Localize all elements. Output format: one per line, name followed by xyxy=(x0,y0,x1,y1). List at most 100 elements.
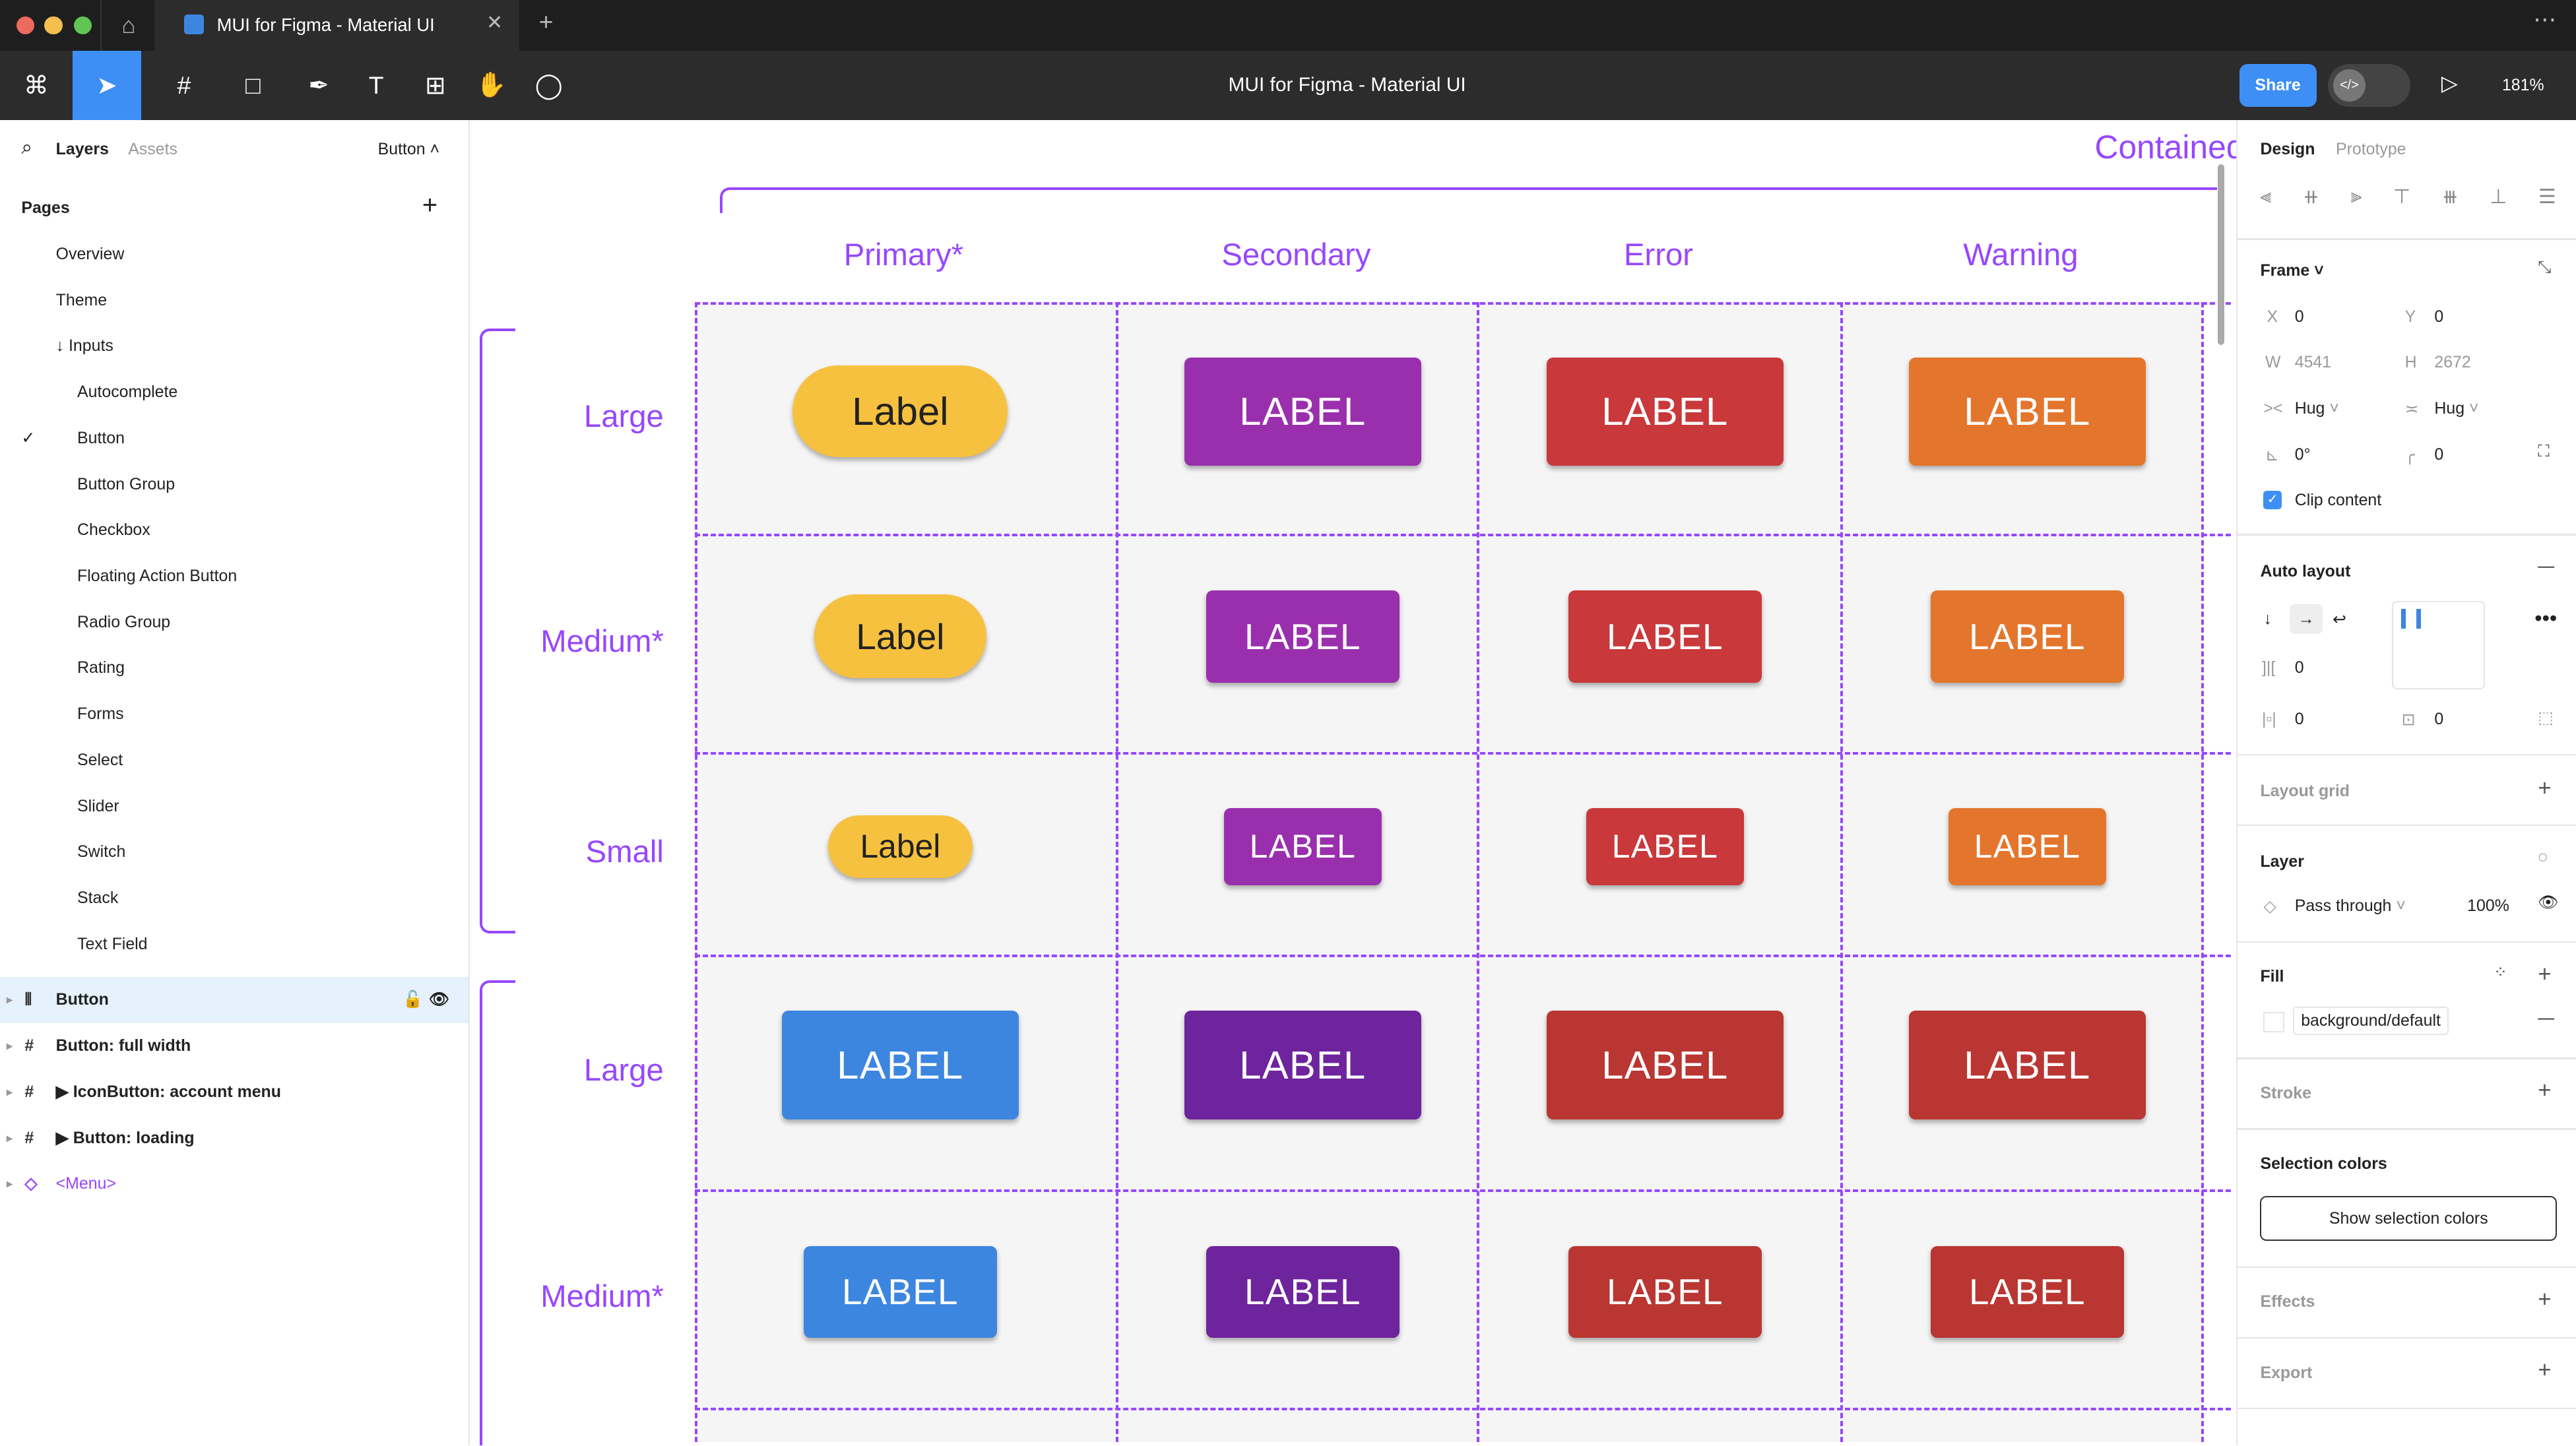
align-top-icon[interactable]: ⊤ xyxy=(2393,186,2410,208)
rotation-input[interactable]: 0° xyxy=(2294,445,2311,464)
add-export-icon[interactable]: + xyxy=(2538,1356,2552,1383)
resize-to-fit-icon[interactable]: ⤡ xyxy=(2538,257,2552,276)
independent-corners-icon[interactable]: ⛶ xyxy=(2538,441,2550,460)
visibility-icon[interactable]: 👁 xyxy=(2538,893,2559,912)
more-options-icon[interactable]: ••• xyxy=(2534,606,2558,630)
contained-button[interactable]: LABEL xyxy=(1930,590,2125,683)
blend-select[interactable]: Pass through ˅ xyxy=(2294,896,2406,916)
minimize-window-button[interactable] xyxy=(44,16,63,35)
align-center-h-icon[interactable]: ⧺ xyxy=(2302,186,2319,208)
individual-padding-icon[interactable]: ⬚ xyxy=(2538,708,2554,728)
page-item[interactable]: Radio Group xyxy=(0,600,468,646)
zoom-level[interactable]: 181% xyxy=(2501,75,2544,94)
lock-icon[interactable]: 🔓 xyxy=(402,990,423,1009)
width-input[interactable]: 4541 xyxy=(2294,353,2332,372)
fill-style[interactable]: background/default xyxy=(2293,1007,2449,1036)
wrap-icon[interactable]: ↩ xyxy=(2333,610,2346,629)
add-effect-icon[interactable]: + xyxy=(2538,1286,2552,1312)
contained-button[interactable]: LABEL xyxy=(803,1245,998,1338)
contained-button[interactable]: LABEL xyxy=(1568,1245,1762,1338)
page-selector[interactable]: Button ˄ xyxy=(377,139,440,158)
height-input[interactable]: 2672 xyxy=(2434,353,2471,372)
blend-mode-icon[interactable]: ◌ xyxy=(2538,847,2548,866)
maximize-window-button[interactable] xyxy=(74,16,92,35)
file-title[interactable]: MUI for Figma - Material UI xyxy=(1228,74,1466,96)
remove-fill-icon[interactable]: — xyxy=(2538,1008,2555,1027)
contained-button[interactable]: Label xyxy=(792,365,1008,458)
page-item[interactable]: Overview xyxy=(0,232,468,278)
add-layout-grid-icon[interactable]: + xyxy=(2538,775,2552,802)
add-fill-icon[interactable]: + xyxy=(2538,960,2552,987)
horizontal-padding-input[interactable]: 0 xyxy=(2294,709,2304,728)
vertical-padding-input[interactable]: 0 xyxy=(2434,709,2444,728)
horizontal-direction-icon[interactable]: → xyxy=(2290,604,2323,635)
contained-button[interactable]: LABEL xyxy=(1948,807,2106,885)
alignment-grid[interactable] xyxy=(2391,601,2485,689)
page-item[interactable]: Stack xyxy=(0,875,468,922)
opacity-input[interactable]: 100% xyxy=(2467,896,2509,916)
page-item[interactable]: Autocomplete xyxy=(0,369,468,416)
move-tool-icon[interactable]: ➤ xyxy=(72,51,142,120)
page-item[interactable]: ✓Button xyxy=(0,416,468,462)
layer-item[interactable]: ▸#Button: full width xyxy=(0,1023,468,1069)
page-item[interactable]: Slider xyxy=(0,784,468,830)
page-item[interactable]: Checkbox xyxy=(0,507,468,553)
contained-button[interactable]: LABEL xyxy=(1547,357,1784,466)
y-input[interactable]: 0 xyxy=(2434,307,2444,326)
page-item[interactable]: Theme xyxy=(0,278,468,324)
frame-section-title[interactable]: Frame ˅ xyxy=(2260,261,2324,280)
add-page-icon[interactable]: + xyxy=(422,190,438,220)
file-tab[interactable]: MUI for Figma - Material UI ✕ xyxy=(154,0,519,51)
hand-tool-icon[interactable]: ✋ xyxy=(476,71,507,99)
distribute-icon[interactable]: ☰ xyxy=(2538,186,2556,208)
fill-swatch[interactable] xyxy=(2263,1011,2284,1033)
contained-button[interactable]: Label xyxy=(827,815,973,878)
align-center-v-icon[interactable]: ⧻ xyxy=(2441,186,2459,208)
new-tab-icon[interactable]: + xyxy=(538,8,554,36)
present-icon[interactable]: ▷ xyxy=(2441,71,2458,96)
tab-layers[interactable]: Layers xyxy=(55,139,109,158)
page-item[interactable]: Floating Action Button xyxy=(0,553,468,600)
expand-icon[interactable]: ▸ xyxy=(6,1084,13,1098)
gap-input[interactable]: 0 xyxy=(2294,658,2304,677)
pen-tool-icon[interactable]: ✒ xyxy=(308,71,329,100)
page-item[interactable]: ↓ Inputs xyxy=(0,323,468,369)
layer-item[interactable]: ▸⦀Button🔓👁 xyxy=(0,977,468,1024)
rectangle-tool-icon[interactable]: □ xyxy=(245,71,261,99)
comment-tool-icon[interactable]: ◯ xyxy=(534,71,563,100)
page-item[interactable]: Text Field xyxy=(0,922,468,968)
layer-item[interactable]: ▸#▶ IconButton: account menu xyxy=(0,1069,468,1116)
main-menu-icon[interactable]: ⌘ xyxy=(24,71,49,100)
align-left-icon[interactable]: ⫷ xyxy=(2260,185,2272,208)
corner-radius-input[interactable]: 0 xyxy=(2434,445,2444,464)
canvas-scrollbar[interactable] xyxy=(2218,164,2225,345)
show-selection-colors-button[interactable]: Show selection colors xyxy=(2260,1195,2558,1242)
page-item[interactable]: Button Group xyxy=(0,462,468,508)
remove-auto-layout-icon[interactable]: — xyxy=(2538,557,2555,576)
frame-tool-icon[interactable]: # xyxy=(177,71,191,99)
contained-button[interactable]: LABEL xyxy=(1206,1245,1400,1338)
search-icon[interactable]: ⌕ xyxy=(21,136,33,158)
contained-button[interactable]: LABEL xyxy=(1586,807,1744,885)
tab-assets[interactable]: Assets xyxy=(128,139,177,158)
contained-button[interactable]: LABEL xyxy=(1184,357,1421,466)
contained-button[interactable]: LABEL xyxy=(1223,807,1382,885)
height-mode-select[interactable]: Hug ˅ xyxy=(2434,399,2479,418)
contained-button[interactable]: LABEL xyxy=(1930,1245,2125,1338)
align-bottom-icon[interactable]: ⊥ xyxy=(2490,186,2507,208)
dev-mode-toggle[interactable]: </> xyxy=(2328,64,2410,107)
add-stroke-icon[interactable]: + xyxy=(2538,1077,2552,1104)
tab-prototype[interactable]: Prototype xyxy=(2335,139,2406,158)
clip-content-checkbox[interactable]: ✓ xyxy=(2263,491,2282,509)
contained-button[interactable]: LABEL xyxy=(1909,1011,2146,1119)
expand-icon[interactable]: ▸ xyxy=(6,1177,13,1191)
visibility-icon[interactable]: 👁 xyxy=(428,990,450,1009)
home-icon[interactable]: ⌂ xyxy=(100,0,156,51)
layer-item[interactable]: ▸◇<Menu> xyxy=(0,1161,468,1207)
contained-button[interactable]: LABEL xyxy=(1568,590,1762,683)
expand-icon[interactable]: ▸ xyxy=(6,993,13,1007)
contained-button[interactable]: LABEL xyxy=(1184,1011,1421,1119)
resources-icon[interactable]: ⊞ xyxy=(425,71,446,100)
share-button[interactable]: Share xyxy=(2239,64,2317,107)
